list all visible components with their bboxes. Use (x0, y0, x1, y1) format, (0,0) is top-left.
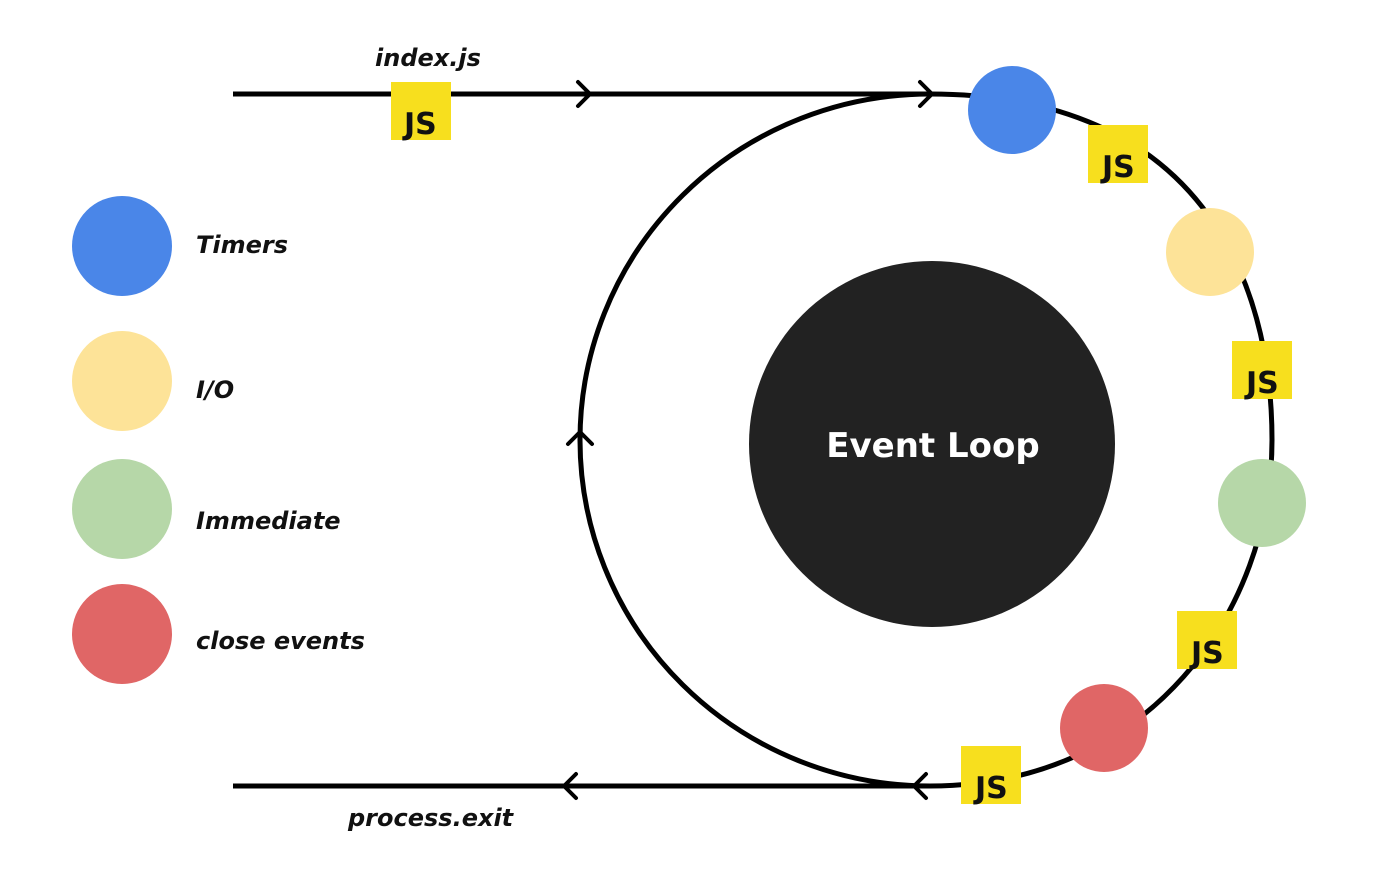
legend-swatch-immediate (72, 459, 172, 559)
io-phase-node (1166, 208, 1254, 296)
loop-left-arc (577, 91, 931, 789)
legend-label-close: close events (196, 627, 365, 655)
js-badge-after-io: JS (1232, 341, 1292, 401)
entry-arrow-1 (576, 80, 592, 108)
event-loop-label: Event Loop (826, 426, 1039, 466)
legend-label-io: I/O (196, 376, 234, 404)
legend-item-close: close events (72, 584, 365, 684)
legend-label-timers: Timers (196, 231, 288, 259)
js-badge-entry: JS (391, 82, 451, 142)
js-badge-text: JS (1189, 636, 1224, 671)
exit-label: process.exit (347, 804, 515, 832)
js-badge-text: JS (402, 107, 437, 142)
js-badge-text: JS (1100, 150, 1135, 185)
legend-item-io: I/O (72, 331, 234, 431)
js-badge-after-timers: JS (1088, 125, 1148, 185)
event-loop-circle (749, 261, 1115, 627)
js-badge-text: JS (973, 771, 1008, 806)
js-badge-text: JS (1244, 366, 1279, 401)
close-phase-node (1060, 684, 1148, 772)
legend-item-timers: Timers (72, 196, 288, 296)
legend-label-immediate: Immediate (196, 507, 341, 535)
immediate-phase-node (1218, 459, 1306, 547)
entry-label: index.js (375, 44, 481, 72)
exit-arrow-1 (562, 772, 578, 800)
js-badge-after-immediate: JS (1177, 611, 1237, 671)
legend-item-immediate: Immediate (72, 459, 341, 559)
legend-swatch-timers (72, 196, 172, 296)
loop-up-arrow (566, 430, 594, 446)
legend-swatch-io (72, 331, 172, 431)
js-badge-after-close: JS (961, 746, 1021, 806)
legend-swatch-close (72, 584, 172, 684)
timers-phase-node (968, 66, 1056, 154)
legend: Timers I/O Immediate close events (72, 196, 365, 684)
